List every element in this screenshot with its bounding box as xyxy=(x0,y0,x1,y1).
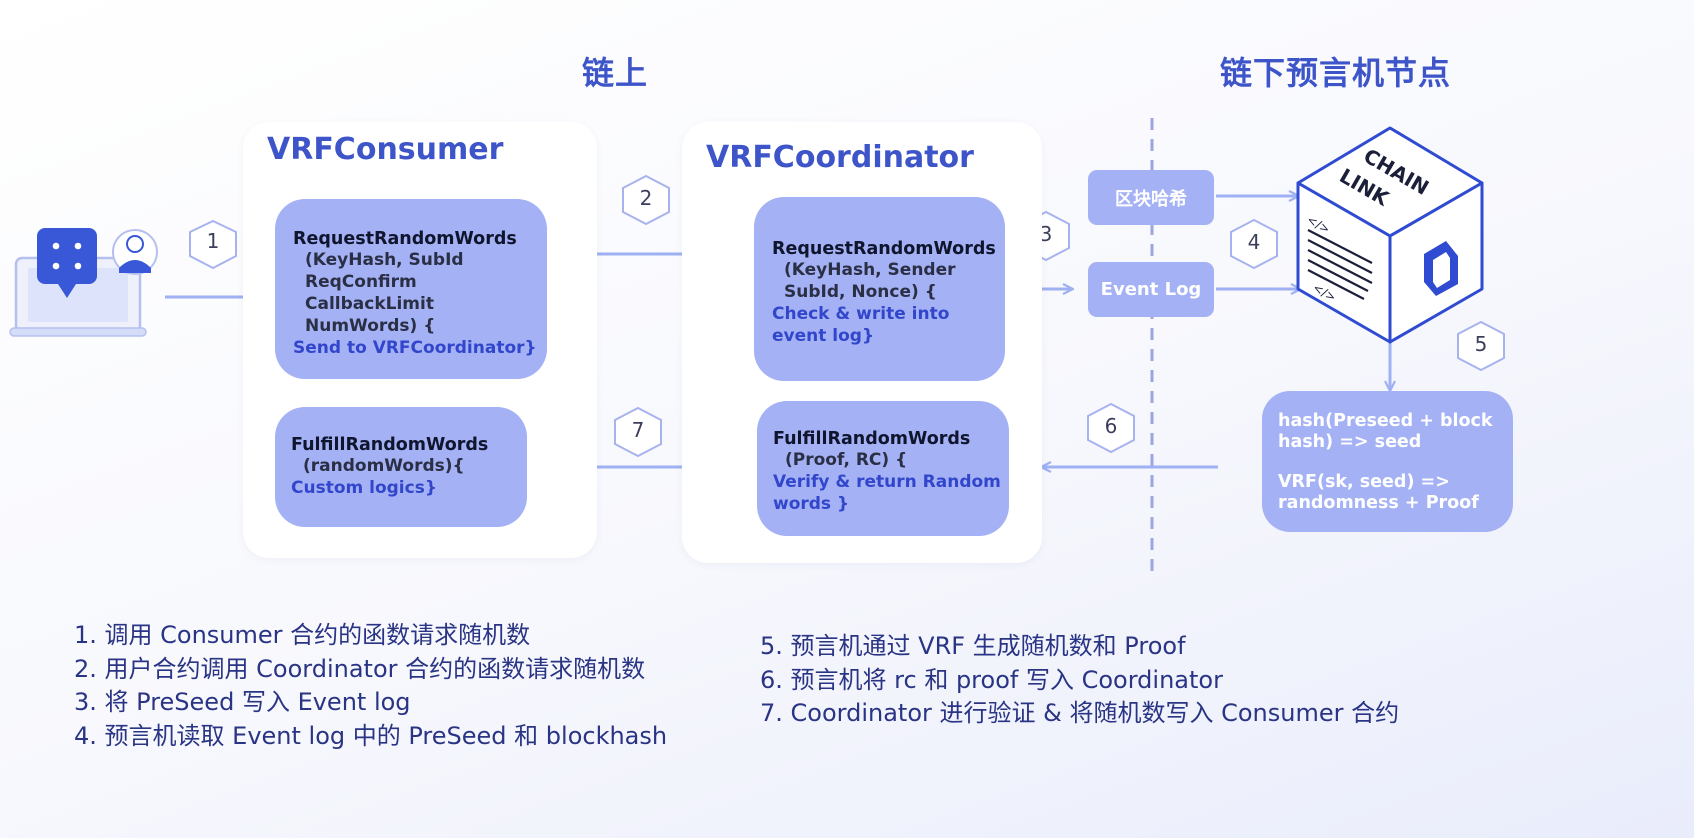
step-note: 2. 用户合约调用 Coordinator 合约的函数请求随机数 xyxy=(74,654,646,683)
coordinator-fulfill-body: Verify & return Random xyxy=(773,472,1001,492)
oracle-output-box: hash(Preseed + block hash) => seed VRF(s… xyxy=(1262,391,1513,532)
step-hex-1 xyxy=(189,219,237,270)
user-device-icon xyxy=(9,228,158,337)
consumer-request-arg: CallbackLimit xyxy=(305,294,434,314)
oracle-output-line: hash(Preseed + block xyxy=(1278,411,1493,431)
coordinator-request-box: RequestRandomWords (KeyHash, Sender SubI… xyxy=(754,197,1005,381)
consumer-request-arg: ReqConfirm xyxy=(305,272,417,292)
event-log-chip: Event Log xyxy=(1088,262,1214,317)
oracle-output-line: hash) => seed xyxy=(1278,432,1422,452)
consumer-fulfill-name: FulfillRandomWords xyxy=(291,435,489,455)
onchain-heading: 链上 xyxy=(582,54,649,92)
coordinator-request-arg: (KeyHash, Sender xyxy=(784,260,956,280)
vrf-coordinator-title: VRFCoordinator xyxy=(706,140,974,175)
step-hex-4 xyxy=(1230,218,1278,270)
step-number-4: 4 xyxy=(1247,230,1261,254)
offchain-heading: 链下预言机节点 xyxy=(1220,54,1452,92)
coordinator-fulfill-arg: (Proof, RC) { xyxy=(785,450,908,470)
block-hash-chip: 区块哈希 xyxy=(1088,170,1214,225)
step-note: 5. 预言机通过 VRF 生成随机数和 Proof xyxy=(760,632,1186,660)
step-hex-2 xyxy=(622,174,670,226)
consumer-fulfill-arg: (randomWords){ xyxy=(303,456,465,476)
step-number-1: 1 xyxy=(206,229,220,253)
step-note: 1. 调用 Consumer 合约的函数请求随机数 xyxy=(74,621,531,649)
consumer-request-arg: NumWords) { xyxy=(305,316,436,336)
vrf-coordinator-card: VRFCoordinator RequestRandomWords (KeyHa… xyxy=(682,122,1042,563)
chainlink-node-cube xyxy=(1296,126,1484,344)
step-number-5: 5 xyxy=(1474,332,1488,356)
consumer-request-arg: (KeyHash, SubId xyxy=(305,250,464,270)
step-hex-6 xyxy=(1087,402,1135,454)
step-note: 7. Coordinator 进行验证 & 将随机数写入 Consumer 合约 xyxy=(760,699,1400,727)
step-number-7: 7 xyxy=(631,418,645,442)
consumer-fulfill-body: Custom logics} xyxy=(291,478,437,498)
step-number-2: 2 xyxy=(639,186,653,210)
oracle-output-line: randomness + Proof xyxy=(1278,493,1479,513)
consumer-request-box: RequestRandomWords (KeyHash, SubId ReqCo… xyxy=(275,199,547,379)
vrf-consumer-card: VRFConsumer RequestRandomWords (KeyHash,… xyxy=(243,122,597,558)
coordinator-fulfill-body: words } xyxy=(773,494,850,514)
coordinator-request-name: RequestRandomWords xyxy=(772,239,996,259)
step-note: 6. 预言机将 rc 和 proof 写入 Coordinator xyxy=(760,665,1223,694)
coordinator-request-arg: SubId, Nonce) { xyxy=(784,282,937,302)
step-number-6: 6 xyxy=(1104,414,1118,438)
oracle-output-line: VRF(sk, seed) => xyxy=(1278,472,1450,492)
step-note: 4. 预言机读取 Event log 中的 PreSeed 和 blockhas… xyxy=(74,721,668,750)
coordinator-fulfill-box: FulfillRandomWords (Proof, RC) { Verify … xyxy=(757,401,1009,536)
consumer-request-body: Send to VRFCoordinator} xyxy=(293,338,537,358)
step-hex-5 xyxy=(1457,320,1505,372)
step-hex-7 xyxy=(614,406,662,458)
step-number-3: 3 xyxy=(1039,222,1053,246)
step-note: 3. 将 PreSeed 写入 Event log xyxy=(74,688,411,716)
coordinator-fulfill-name: FulfillRandomWords xyxy=(773,429,971,449)
consumer-fulfill-box: FulfillRandomWords (randomWords){ Custom… xyxy=(275,407,527,527)
coordinator-request-body: event log} xyxy=(772,326,875,346)
steps-notes-right: 5. 预言机通过 VRF 生成随机数和 Proof 6. 预言机将 rc 和 p… xyxy=(760,630,1399,731)
steps-notes-left: 1. 调用 Consumer 合约的函数请求随机数 2. 用户合约调用 Coor… xyxy=(74,619,667,753)
coordinator-request-body: Check & write into xyxy=(772,304,950,324)
consumer-request-name: RequestRandomWords xyxy=(293,229,517,249)
vrf-consumer-title: VRFConsumer xyxy=(267,132,504,167)
